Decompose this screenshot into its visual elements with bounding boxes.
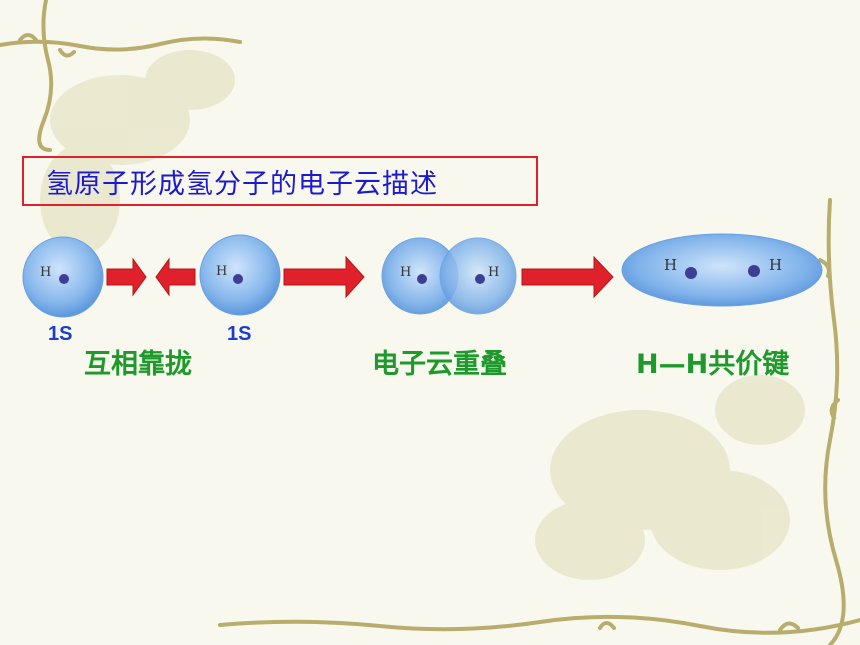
stage-label-approach: 互相靠拢 bbox=[84, 349, 192, 380]
orbital-label-left: 1S bbox=[48, 323, 73, 345]
bond-formation-diagram: H H H H H H bbox=[22, 233, 823, 318]
title-box: 氢原子形成氢分子的电子云描述 bbox=[22, 156, 538, 206]
stage-label-overlap: 电子云重叠 bbox=[372, 349, 507, 380]
atom-label: H bbox=[216, 264, 227, 279]
nucleus-left bbox=[685, 267, 697, 279]
arrow-left-icon bbox=[155, 257, 196, 297]
arrow-right-icon bbox=[521, 255, 614, 299]
atom-label: H bbox=[40, 265, 51, 280]
faint-flower-decoration bbox=[40, 50, 805, 580]
atom-label: H bbox=[664, 256, 677, 274]
nucleus-right bbox=[233, 274, 243, 284]
nucleus-left bbox=[59, 274, 69, 284]
molecular-orbital-cloud bbox=[621, 233, 823, 307]
atom-label: H bbox=[769, 256, 782, 274]
nucleus-right bbox=[748, 265, 760, 277]
orbital-label-right: 1S bbox=[227, 323, 252, 345]
atom-label: H bbox=[400, 265, 411, 280]
atom-label: H bbox=[488, 265, 499, 280]
diagram-title: 氢原子形成氢分子的电子云描述 bbox=[46, 168, 438, 200]
stage-label-covalent-bond: H—H共价键 bbox=[636, 349, 790, 380]
arrow-right-icon bbox=[283, 255, 365, 299]
nucleus-left bbox=[417, 274, 427, 284]
arrow-right-icon bbox=[106, 257, 147, 297]
nucleus-right bbox=[475, 274, 485, 284]
